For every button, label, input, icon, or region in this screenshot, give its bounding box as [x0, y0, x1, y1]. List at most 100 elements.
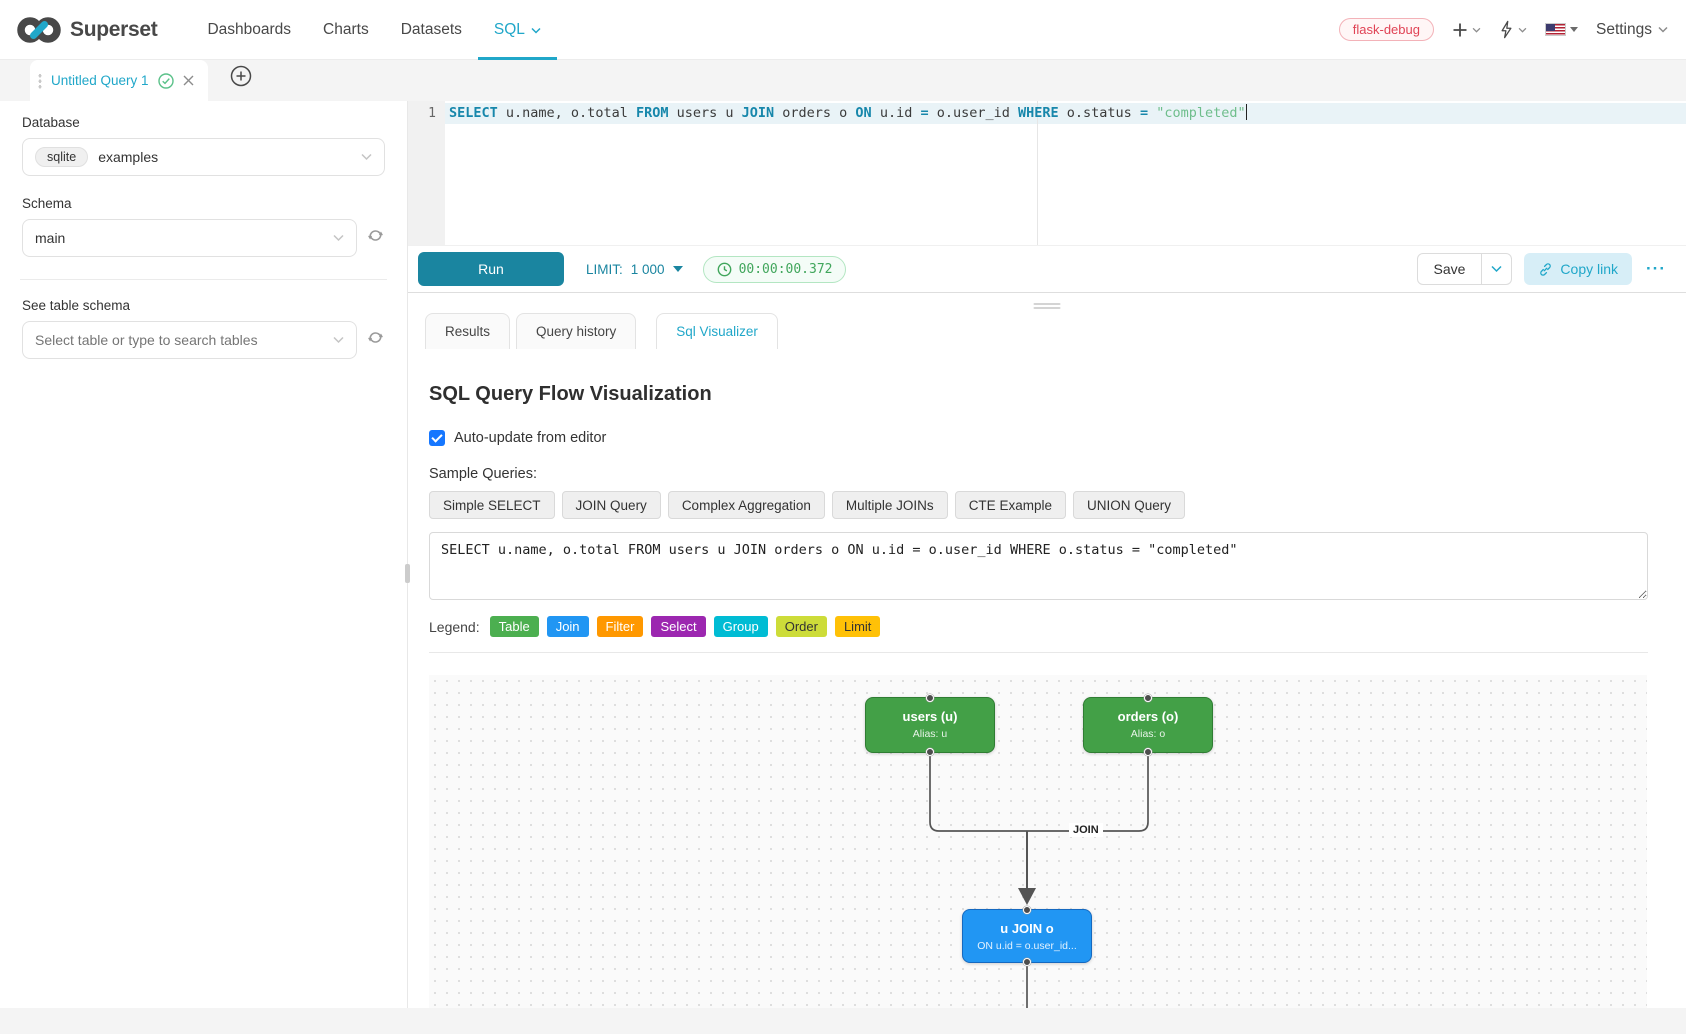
main-panel: 1 SELECT u.name, o.total FROM users u JO…: [408, 101, 1686, 1008]
tab-results[interactable]: Results: [425, 313, 511, 349]
legend-join-badge: Join: [546, 616, 589, 638]
line-number: 1: [428, 106, 436, 121]
settings-menu[interactable]: Settings: [1596, 21, 1668, 39]
query-tab-active[interactable]: Untitled Query 1: [30, 60, 208, 101]
query-timer: 00:00:00.372: [702, 255, 847, 283]
join-edge-label: JOIN: [1069, 823, 1103, 837]
new-item-dropdown[interactable]: [1452, 22, 1481, 38]
schema-select[interactable]: main: [22, 219, 357, 257]
tab-query-history[interactable]: Query history: [516, 313, 637, 349]
flow-node-orders[interactable]: orders (o) Alias: o: [1083, 694, 1213, 756]
chevron-down-icon: [1491, 265, 1502, 273]
text-cursor: [1245, 104, 1248, 120]
chevron-down-icon: [333, 331, 344, 349]
more-actions-button[interactable]: ···: [1646, 259, 1666, 278]
nav-item-datasets[interactable]: Datasets: [400, 20, 462, 38]
query-search-dropdown[interactable]: [1499, 20, 1527, 39]
plus-circle-icon: [230, 65, 251, 87]
navbar-right: flask-debug Settings: [1338, 18, 1668, 41]
sql-code-line[interactable]: SELECT u.name, o.total FROM users u JOIN…: [449, 104, 1248, 121]
node-handle-bottom[interactable]: [926, 748, 934, 756]
run-button[interactable]: Run: [418, 252, 564, 286]
schema-value: main: [35, 230, 66, 246]
sample-complex-aggregation-button[interactable]: Complex Aggregation: [667, 491, 825, 519]
sample-join-query-button[interactable]: JOIN Query: [561, 491, 661, 519]
pane-resize-handle[interactable]: [1033, 300, 1061, 312]
node-handle-top[interactable]: [1023, 906, 1031, 914]
sample-query-buttons: Simple SELECT JOIN Query Complex Aggrega…: [429, 491, 1648, 519]
sqllab-sidebar: Database sqlite examples Schema main: [0, 101, 410, 1008]
node-handle-bottom[interactable]: [1023, 958, 1031, 966]
sql-editor[interactable]: 1 SELECT u.name, o.total FROM users u JO…: [408, 101, 1686, 245]
caret-down-icon: [672, 266, 683, 272]
plus-icon: [1453, 23, 1467, 36]
tab-sql-visualizer[interactable]: Sql Visualizer: [656, 313, 778, 349]
auto-update-label: Auto-update from editor: [454, 430, 607, 446]
table-search-input[interactable]: [35, 332, 323, 348]
table-select[interactable]: [22, 321, 357, 359]
refresh-schema-icon[interactable]: [366, 226, 385, 250]
nav-item-charts[interactable]: Charts: [323, 20, 369, 38]
clock-icon: [717, 262, 731, 276]
copy-link-button[interactable]: Copy link: [1524, 253, 1633, 285]
limit-dropdown[interactable]: LIMIT: 1 000: [586, 262, 683, 277]
active-nav-underline: [477, 56, 557, 60]
sample-multiple-joins-button[interactable]: Multiple JOINs: [831, 491, 948, 519]
chevron-down-icon: [361, 148, 372, 166]
environment-badge: flask-debug: [1338, 18, 1434, 41]
node-handle-top[interactable]: [926, 694, 934, 702]
auto-update-checkbox[interactable]: [429, 430, 445, 446]
legend-limit-badge: Limit: [834, 616, 881, 638]
refresh-tables-icon[interactable]: [366, 328, 385, 352]
save-button-group: Save: [1416, 253, 1513, 285]
sample-union-query-button[interactable]: UNION Query: [1072, 491, 1185, 519]
sidebar-divider: [20, 279, 387, 280]
top-navbar: Superset Dashboards Charts Datasets SQL …: [0, 0, 1686, 60]
database-select[interactable]: sqlite examples: [22, 138, 385, 176]
lightning-bolt-icon: [1501, 20, 1512, 39]
sample-simple-select-button[interactable]: Simple SELECT: [429, 491, 555, 519]
save-dropdown-button[interactable]: [1482, 253, 1513, 285]
visualizer-panel: SQL Query Flow Visualization Auto-update…: [408, 349, 1686, 1008]
workspace: Database sqlite examples Schema main: [0, 101, 1686, 1034]
sidebar-resize-handle[interactable]: [405, 564, 410, 583]
database-value: examples: [98, 149, 159, 165]
superset-infinity-icon: [17, 16, 61, 43]
flow-node-join[interactable]: u JOIN o ON u.id = o.user_id...: [962, 906, 1092, 966]
caret-down-icon: [1569, 27, 1578, 32]
us-flag-icon: [1544, 23, 1566, 36]
link-icon: [1540, 262, 1552, 276]
nav-menu: Dashboards Charts Datasets SQL: [191, 0, 557, 60]
language-picker[interactable]: [1544, 23, 1578, 36]
close-icon[interactable]: [183, 75, 194, 86]
sample-cte-example-button[interactable]: CTE Example: [954, 491, 1066, 519]
editor-gutter: [408, 101, 445, 245]
legend-row: Legend: Table Join Filter Select Group O…: [429, 616, 1648, 638]
flow-node-users[interactable]: users (u) Alias: u: [865, 694, 995, 756]
south-pane: Results Query history Sql Visualizer SQL…: [408, 293, 1686, 1008]
legend-select-badge: Select: [651, 616, 706, 638]
legend-table-badge: Table: [489, 616, 539, 638]
node-handle-bottom[interactable]: [1144, 748, 1152, 756]
superset-logo[interactable]: Superset: [16, 14, 158, 46]
run-toolbar: Run LIMIT: 1 000 00:00:00.372 Save: [408, 245, 1686, 293]
query-input-textarea[interactable]: SELECT u.name, o.total FROM users u JOIN…: [429, 532, 1648, 601]
node-handle-top[interactable]: [1144, 694, 1152, 702]
nav-item-sql[interactable]: SQL: [477, 0, 557, 60]
query-tab-title: Untitled Query 1: [51, 73, 149, 88]
save-button[interactable]: Save: [1416, 253, 1483, 285]
legend-group-badge: Group: [713, 616, 768, 638]
legend-order-badge: Order: [775, 616, 827, 638]
db-engine-badge: sqlite: [35, 147, 89, 167]
flow-canvas[interactable]: JOIN users (u) Alias: u orders (o) Alias…: [429, 675, 1647, 1008]
schema-label: Schema: [22, 196, 72, 211]
auto-update-row: Auto-update from editor: [429, 430, 1648, 446]
chevron-down-icon: [1658, 26, 1668, 33]
drag-handle-icon[interactable]: [38, 72, 42, 89]
new-query-tab-button[interactable]: [230, 65, 252, 92]
nav-item-dashboards[interactable]: Dashboards: [207, 20, 292, 38]
result-tabs: Results Query history Sql Visualizer: [408, 293, 1686, 349]
sample-queries-label: Sample Queries:: [429, 466, 537, 482]
chevron-down-icon: [531, 21, 541, 39]
